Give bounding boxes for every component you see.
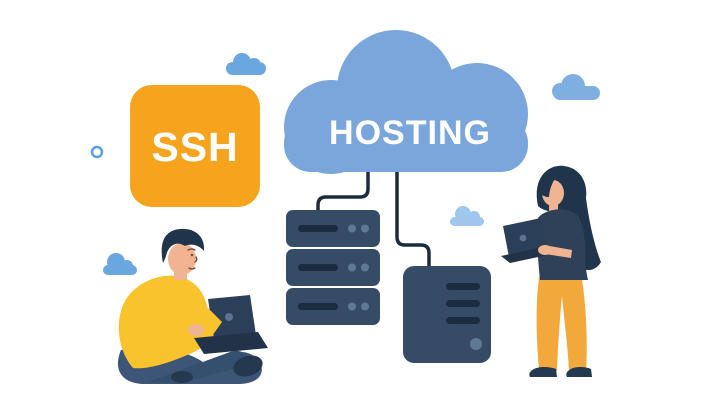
- cable-lines: [316, 158, 431, 270]
- laptop-logo: [225, 313, 233, 321]
- shoe: [529, 366, 557, 377]
- shoe: [566, 366, 592, 377]
- ssh-badge: SSH: [130, 85, 260, 207]
- server-tower: [403, 266, 491, 363]
- server-rack-unit: [286, 210, 380, 247]
- ring-icon: [90, 145, 104, 159]
- neck: [549, 201, 558, 213]
- cloud-icon: [226, 53, 266, 75]
- shoe: [233, 355, 263, 377]
- face-details: [187, 248, 198, 270]
- sitting-person: [117, 228, 268, 384]
- cloud-icon: [103, 253, 137, 275]
- server-slot: [298, 225, 338, 232]
- cloud-icon: [450, 206, 484, 226]
- server-led: [348, 302, 356, 311]
- server-led: [361, 224, 369, 233]
- server-slot: [446, 300, 480, 307]
- server-led: [348, 263, 356, 272]
- arm: [170, 296, 222, 336]
- standing-person: [501, 165, 601, 377]
- laptop-logo: [519, 234, 527, 242]
- server-rack-unit: [286, 288, 380, 325]
- head: [168, 243, 196, 275]
- legs: [536, 274, 587, 371]
- ssh-badge-background: [130, 85, 260, 207]
- hand: [188, 324, 204, 336]
- cable-to-tower: [395, 158, 431, 270]
- hosting-cloud: HOSTING: [284, 30, 528, 174]
- server-slot: [298, 264, 338, 271]
- hosting-cloud-label: HOSTING: [329, 114, 491, 152]
- server-led: [361, 302, 369, 311]
- hair-fringe: [540, 169, 563, 197]
- foot: [171, 371, 193, 383]
- eye: [190, 253, 194, 257]
- hand: [538, 245, 552, 255]
- server-rack-unit: [286, 249, 380, 286]
- hair: [161, 228, 205, 263]
- server-slot: [298, 303, 338, 310]
- cloud-icon: [284, 30, 528, 174]
- server-slot: [446, 283, 480, 290]
- server-led: [348, 224, 356, 233]
- server-rack: [286, 210, 380, 325]
- server-led: [470, 338, 482, 350]
- cloud-icon: [552, 74, 600, 100]
- ssh-badge-label: SSH: [151, 124, 238, 170]
- cable-to-rack: [316, 158, 370, 214]
- server-led: [361, 263, 369, 272]
- server-slot: [446, 317, 480, 324]
- laptop-base: [194, 332, 268, 354]
